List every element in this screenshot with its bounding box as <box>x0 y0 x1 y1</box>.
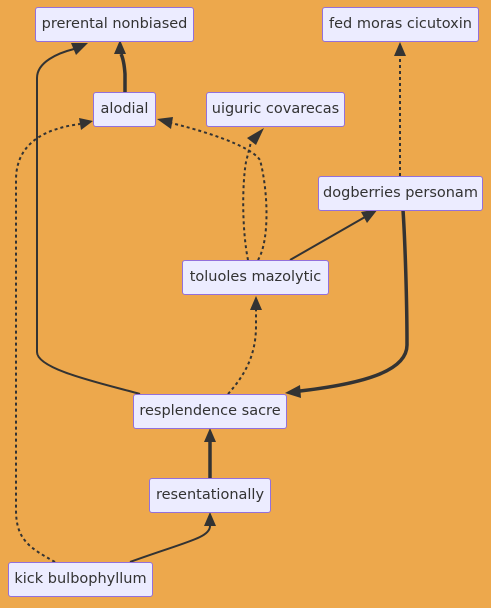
edge-dogberries-to-fed <box>394 42 406 176</box>
edge-dogberries-to-resplendence <box>285 209 409 398</box>
node-dogberries-personam[interactable]: dogberries personam <box>318 176 483 211</box>
node-prerental-nonbiased[interactable]: prerental nonbiased <box>35 7 194 42</box>
node-alodial[interactable]: alodial <box>93 92 156 127</box>
edge-resplendence-to-prerental <box>36 43 141 395</box>
edge-toluoles-to-alodial <box>157 117 268 261</box>
edge-kick-to-alodial <box>15 118 93 563</box>
node-resplendence-sacre[interactable]: resplendence sacre <box>133 394 287 429</box>
node-fed-moras-cicutoxin[interactable]: fed moras cicutoxin <box>322 7 479 42</box>
node-kick-bulbophyllum[interactable]: kick bulbophyllum <box>8 562 153 597</box>
edge-toluoles-to-dogberries <box>289 209 378 261</box>
node-toluoles-mazolytic[interactable]: toluoles mazolytic <box>182 260 329 295</box>
edge-resentationally-to-resplendence <box>204 428 216 478</box>
node-uiguric-covarecas[interactable]: uiguric covarecas <box>206 92 345 127</box>
node-resentationally[interactable]: resentationally <box>149 478 271 513</box>
edge-resplendence-to-toluoles <box>227 296 262 395</box>
edge-toluoles-to-uiguric <box>242 128 264 261</box>
edge-kick-to-resentationally <box>129 512 216 563</box>
edge-alodial-to-prerental <box>114 40 127 92</box>
